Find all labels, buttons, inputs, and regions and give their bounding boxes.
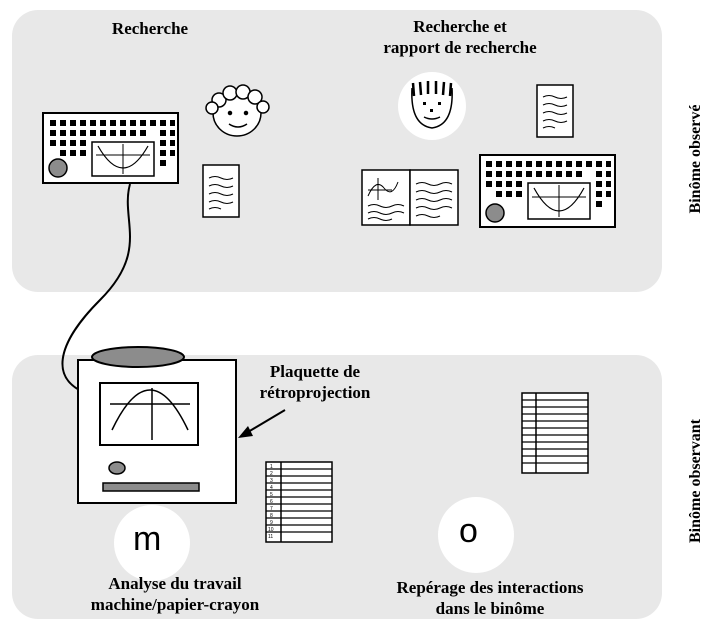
letter-o-circle [438, 497, 514, 573]
side-label-observe: Binôme observé [687, 104, 704, 214]
sheet-number: 6 [270, 499, 273, 505]
observation-sheet-icon-2 [521, 392, 589, 474]
label-reperage: Repérage des interactions dans le binôme [396, 578, 584, 618]
student-face-spiky-icon [398, 72, 466, 140]
sheet-number: 7 [270, 506, 273, 512]
document-icon-1 [202, 164, 240, 218]
calculator-left-icon [42, 112, 179, 184]
sheet-number: 4 [270, 485, 273, 491]
sheet-number: 8 [270, 513, 273, 519]
document-icon-2 [536, 84, 574, 138]
sheet-number: 3 [270, 478, 273, 484]
letter-o: o [459, 512, 478, 550]
calculator-right-icon [479, 154, 616, 228]
sheet-number: 11 [268, 534, 273, 540]
student-face-curly-icon [205, 84, 270, 137]
sheet-number: 5 [270, 492, 273, 498]
sheet-number: 2 [270, 471, 273, 477]
label-recherche-rapport: Recherche et rapport de recherche [383, 17, 537, 57]
notebook-icon [361, 169, 459, 226]
letter-m-circle [114, 505, 190, 581]
observation-sheet-icon-1: 1 2 3 4 5 6 7 8 9 10 11 [265, 461, 333, 543]
arrow-icon [238, 409, 286, 438]
label-analyse: Analyse du travail machine/papier-crayon [90, 574, 260, 614]
letter-m: m [133, 520, 162, 558]
projector-panel-icon [77, 346, 237, 504]
side-label-observant: Binôme observant [687, 419, 704, 543]
sheet-number: 10 [268, 527, 274, 533]
sheet-number: 1 [270, 464, 273, 470]
label-plaquette: Plaquette de rétroprojection [259, 362, 371, 402]
cable-line [61, 183, 131, 399]
label-recherche: Recherche [111, 19, 189, 38]
sheet-number: 9 [270, 520, 273, 526]
